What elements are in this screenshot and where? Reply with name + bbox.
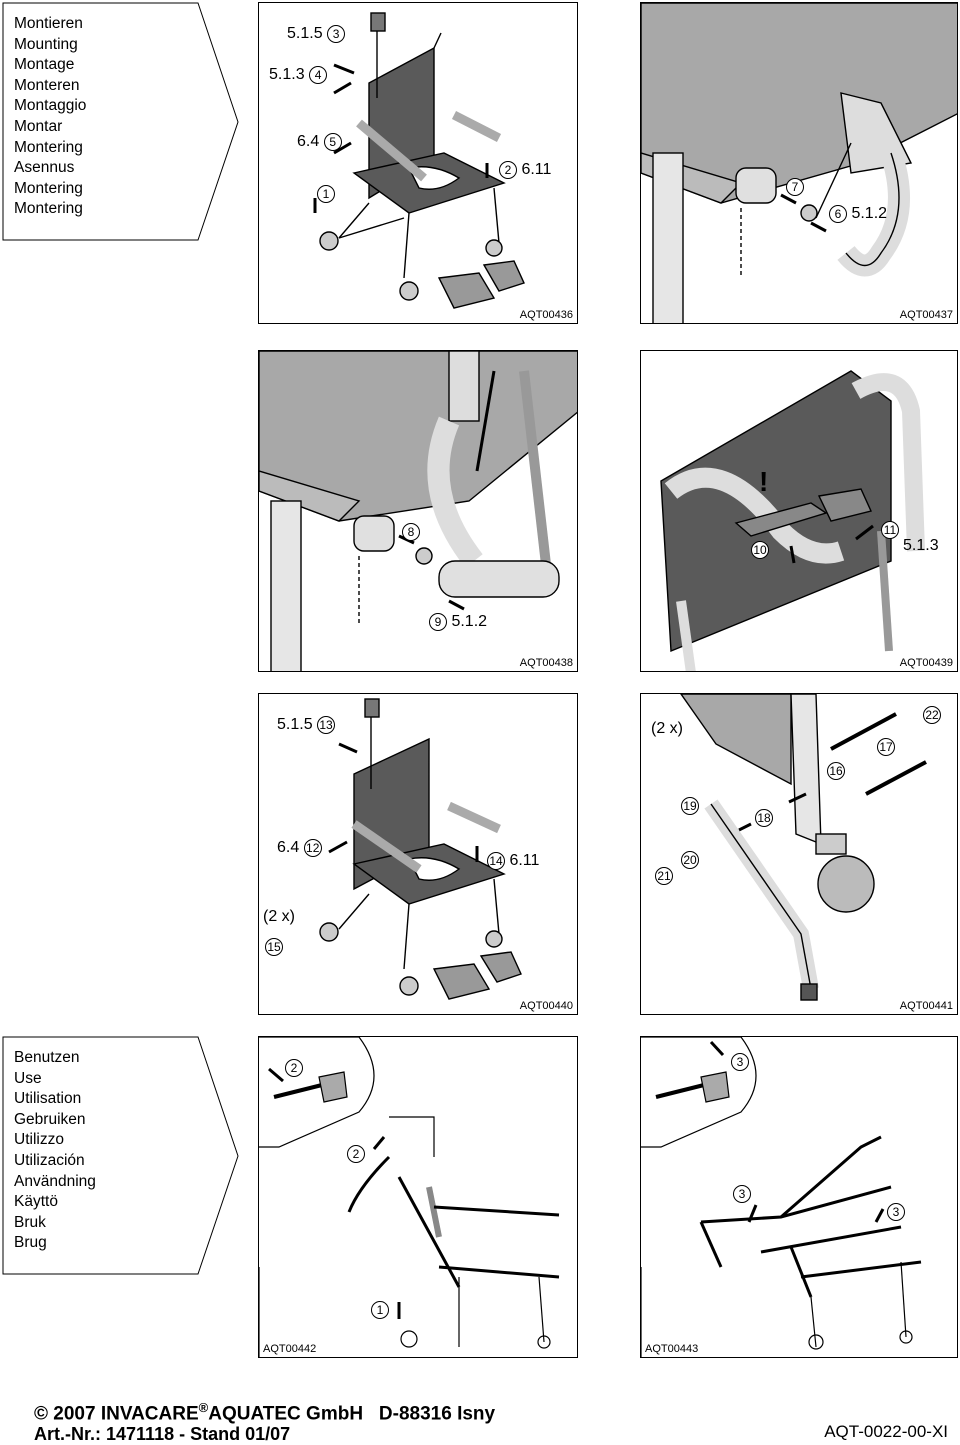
panel-aqt00443: 3 3 3 AQT00443 — [640, 1036, 958, 1358]
step-2-marker: 2 — [285, 1059, 303, 1077]
quantity-label: (2 x) — [651, 720, 683, 737]
use-language-item: Utilización — [14, 1151, 85, 1169]
step-14-marker: 14 — [487, 852, 505, 870]
step-15-marker: 15 — [265, 938, 283, 956]
figure-code: AQT00436 — [519, 309, 573, 321]
registered-mark: ® — [198, 1400, 209, 1415]
panel-aqt00442: 2 2 1 AQT00442 — [258, 1036, 578, 1358]
ref-6-4: 6.4 — [297, 133, 320, 151]
use-language-item: Gebruiken — [14, 1110, 86, 1128]
mounting-language-item: Mounting — [14, 35, 78, 53]
figure-code: AQT00442 — [263, 1343, 317, 1355]
company-location: D-88316 Isny — [378, 1403, 496, 1425]
document-code: AQT-0022-00-XI — [824, 1422, 948, 1441]
figure-code: AQT00438 — [519, 657, 573, 669]
step-20-marker: 20 — [681, 851, 699, 869]
mounting-language-item: Montage — [14, 56, 75, 74]
caster-mount-illustration — [680, 694, 927, 1001]
step-10-marker: 10 — [751, 541, 769, 559]
figure-code: AQT00443 — [645, 1343, 699, 1355]
tilted-chair-illustration — [641, 1037, 922, 1357]
use-language-item: Användning — [14, 1172, 96, 1190]
step-12-marker: 12 — [303, 839, 322, 857]
step-5-marker: 5 — [323, 133, 342, 151]
figure-code: AQT00441 — [899, 1000, 953, 1012]
step-8-marker: 8 — [402, 523, 420, 541]
figure-code: AQT00437 — [899, 309, 953, 321]
footer-copyright: © 2007 INVACARE®AQUATEC GmbH D-88316 Isn… — [34, 1400, 495, 1425]
ref-5-1-3: 5.1.3 — [903, 537, 939, 554]
shower-chair-illustration — [319, 698, 522, 1000]
use-language-item: Utilisation — [14, 1090, 82, 1108]
step-11-marker: 11 — [881, 521, 899, 539]
step-9-marker: 9 — [429, 613, 447, 631]
step-1-marker: 1 — [317, 185, 335, 203]
svg-text:!: ! — [759, 466, 768, 497]
panel-aqt00439: ! 10 11 5.1.3 AQT00439 — [640, 350, 958, 672]
use-language-item: Käyttö — [14, 1193, 58, 1211]
use-language-item: Bruk — [14, 1213, 46, 1231]
step-13-marker: 13 — [317, 716, 336, 734]
mounting-box-outline — [2, 2, 239, 241]
step-6-marker: 6 — [829, 205, 847, 223]
step-21-marker: 21 — [655, 867, 673, 885]
step-3-marker-frame: 3 — [887, 1203, 905, 1221]
panel-aqt00437: 7 6 5.1.2 AQT00437 — [640, 2, 958, 324]
quantity-label: (2 x) — [263, 908, 295, 925]
copyright-text: © 2007 INVACARE — [34, 1403, 199, 1425]
mounting-language-item: Montering — [14, 179, 83, 197]
step-2-marker-seat: 2 — [347, 1145, 365, 1163]
figure-code: AQT00439 — [899, 657, 953, 669]
ref-6-11: 6.11 — [521, 161, 552, 179]
panel-aqt00436: 5.1.5 3 5.1.3 4 6.4 5 1 2 6.11 AQT00436 — [258, 2, 578, 324]
step-16-marker: 16 — [827, 762, 845, 780]
ref-5-1-5: 5.1.5 — [287, 25, 323, 43]
article-number: Art.-Nr.: 1471118 - Stand 01/07 — [34, 1424, 291, 1444]
step-17-marker: 17 — [877, 738, 895, 756]
tilt-lever-illustration — [259, 1037, 560, 1357]
shower-chair-illustration — [313, 12, 525, 309]
use-language-item: Use — [14, 1069, 42, 1087]
ref-6-11: 6.11 — [509, 852, 540, 870]
step-7-marker: 7 — [786, 178, 804, 196]
mounting-language-item: Montieren — [14, 15, 83, 32]
figure-code: AQT00440 — [519, 1000, 573, 1012]
mounting-language-item: Montering — [14, 138, 83, 156]
panel-aqt00438: 8 9 5.1.2 AQT00438 — [258, 350, 578, 672]
seat-bracket-illustration — [259, 351, 577, 671]
backrest-lever-illustration: ! — [660, 370, 925, 671]
step-3-marker-seat: 3 — [733, 1185, 751, 1203]
ref-5-1-3: 5.1.3 — [269, 66, 305, 84]
step-18-marker: 18 — [755, 809, 773, 827]
mounting-language-item: Monteren — [14, 76, 80, 94]
ref-5-1-2: 5.1.2 — [851, 205, 888, 223]
panel-aqt00440: 5.1.5 13 6.4 12 14 6.11 (2 x) 15 AQT0044… — [258, 693, 578, 1015]
ref-5-1-5: 5.1.5 — [277, 716, 313, 734]
use-language-item: Benutzen — [14, 1049, 80, 1066]
company-name: AQUATEC GmbH — [208, 1403, 364, 1425]
use-box-outline — [2, 1036, 239, 1275]
ref-6-4: 6.4 — [277, 839, 300, 857]
ref-5-1-2: 5.1.2 — [451, 613, 488, 631]
step-3-marker: 3 — [327, 25, 346, 43]
use-language-item: Utilizzo — [14, 1131, 64, 1149]
step-1-marker: 1 — [371, 1301, 389, 1319]
mounting-language-item: Montar — [14, 117, 63, 135]
step-22-marker: 22 — [923, 706, 941, 724]
step-4-marker: 4 — [309, 66, 328, 84]
step-3-marker: 3 — [731, 1053, 749, 1071]
mounting-language-item: Montering — [14, 200, 83, 218]
step-2-marker: 2 — [499, 161, 517, 179]
backrest-bracket-illustration — [641, 3, 957, 323]
panel-aqt00441: (2 x) 22 17 16 19 18 20 21 AQT00441 — [640, 693, 958, 1015]
mounting-language-item: Asennus — [14, 159, 75, 177]
step-19-marker: 19 — [681, 797, 699, 815]
use-language-item: Brug — [14, 1234, 47, 1252]
mounting-language-item: Montaggio — [14, 97, 87, 115]
